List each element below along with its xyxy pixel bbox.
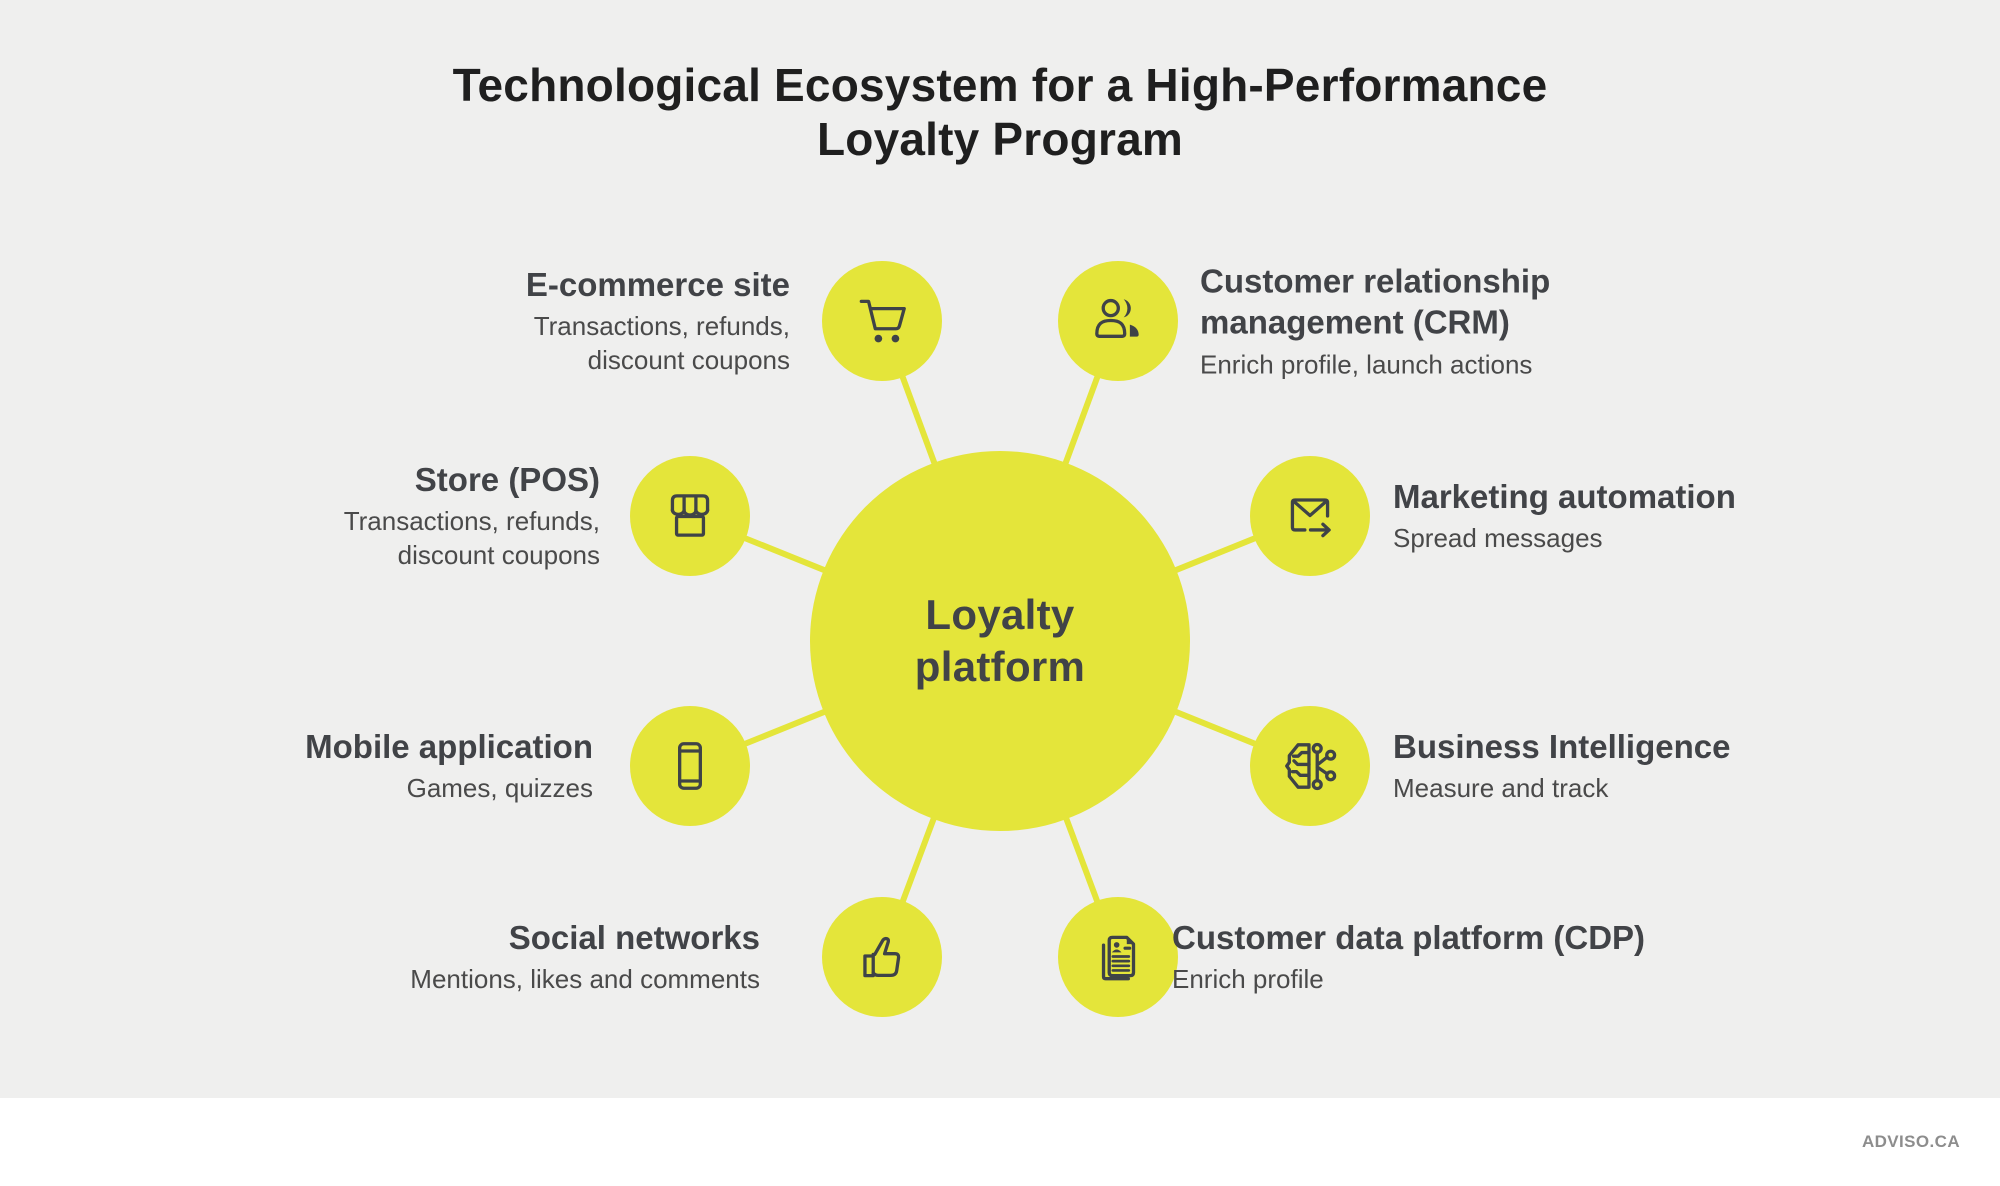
- document-profile-icon: [1101, 935, 1136, 981]
- node-subtitle: Transactions, refunds, discount coupons: [343, 506, 600, 571]
- brain-circuit-icon: [1285, 742, 1337, 791]
- node-cdp: Customer data platform (CDP) Enrich prof…: [1172, 917, 1792, 997]
- node-subtitle: Games, quizzes: [406, 773, 593, 804]
- node-social: Social networks Mentions, likes and comm…: [410, 917, 760, 997]
- crm-circle: [1058, 261, 1178, 381]
- node-title: Business Intelligence: [1393, 727, 1731, 765]
- node-title: E-commerce site: [525, 266, 790, 304]
- node-subtitle: Enrich profile, launch actions: [1200, 348, 1533, 379]
- loyalty-platform-label: Loyalty platform: [914, 590, 1086, 691]
- footer-bar: ADVISO.CA: [0, 1098, 2000, 1186]
- bi-circle: [1250, 706, 1370, 826]
- store-circle: [630, 456, 750, 576]
- node-bi: Business Intelligence Measure and track: [1393, 726, 1953, 806]
- node-title: Social networks: [508, 918, 760, 956]
- storefront-icon: [670, 494, 710, 537]
- node-subtitle: Enrich profile: [1172, 964, 1324, 995]
- shopping-cart-icon: [859, 299, 906, 343]
- brand-text: ADVISO.CA: [1861, 1132, 1960, 1151]
- node-store: Store (POS) Transactions, refunds, disco…: [344, 459, 600, 573]
- node-title: Store (POS): [414, 461, 600, 499]
- loyalty-platform-circle: Loyalty platform: [810, 451, 1190, 831]
- node-title: Customer data platform (CDP): [1172, 918, 1646, 956]
- social-circle: [822, 897, 942, 1017]
- node-title: Customer relationship management (CRM): [1200, 262, 1551, 341]
- node-subtitle: Measure and track: [1393, 773, 1609, 804]
- envelope-arrow-icon: [1290, 498, 1331, 538]
- node-subtitle: Spread messages: [1393, 523, 1603, 554]
- node-subtitle: Transactions, refunds, discount coupons: [533, 311, 790, 376]
- node-marketing: Marketing automation Spread messages: [1393, 476, 1953, 556]
- cdp-circle: [1058, 897, 1178, 1017]
- customer-person-icon: [1095, 298, 1139, 338]
- node-title: Mobile application: [305, 727, 593, 765]
- page-title: Technological Ecosystem for a High-Perfo…: [452, 59, 1548, 166]
- node-crm: Customer relationship management (CRM) E…: [1200, 260, 1800, 381]
- node-mobile: Mobile application Games, quizzes: [305, 726, 593, 806]
- node-subtitle: Mentions, likes and comments: [410, 964, 760, 995]
- node-ecommerce: E-commerce site Transactions, refunds, d…: [526, 264, 790, 378]
- smartphone-icon: [678, 742, 702, 790]
- ecommerce-circle: [822, 261, 942, 381]
- thumbs-up-icon: [863, 936, 901, 978]
- marketing-circle: [1250, 456, 1370, 576]
- node-title: Marketing automation: [1393, 477, 1736, 515]
- mobile-circle: [630, 706, 750, 826]
